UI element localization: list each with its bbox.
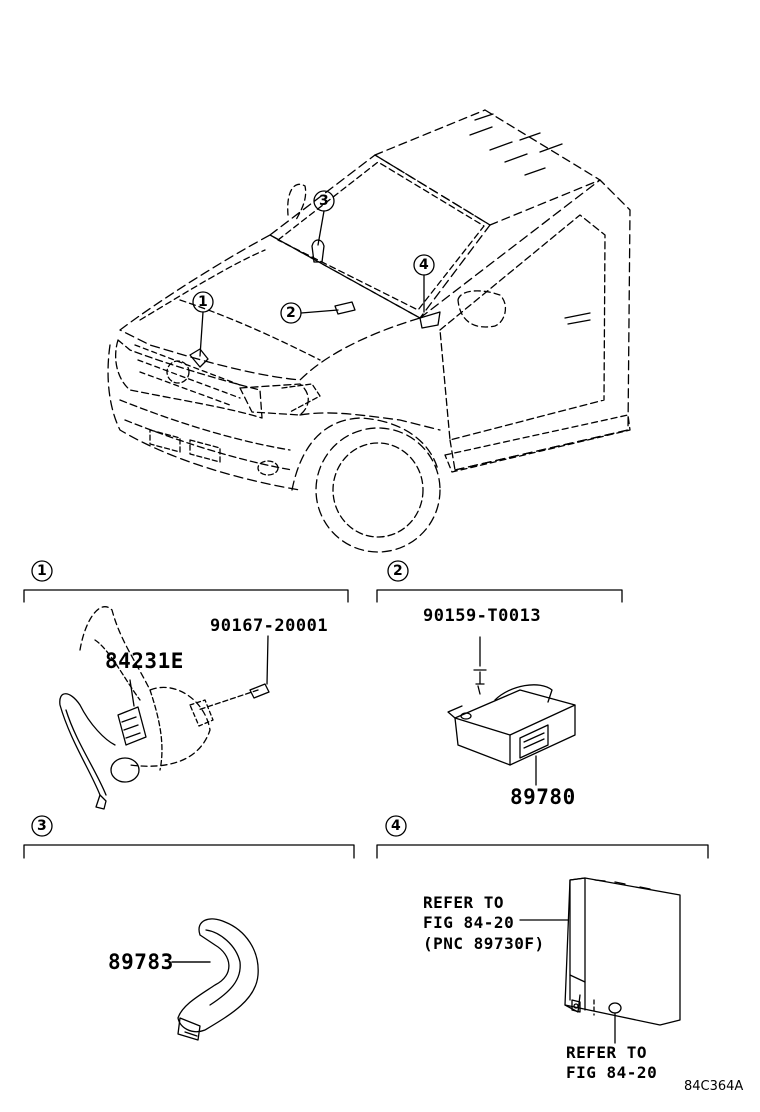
ecu-illustration (519, 877, 681, 1044)
section-3-number: 3 (37, 818, 47, 834)
part-number-89780: 89780 (510, 785, 576, 809)
refer-to-line-1: REFER TO (423, 893, 505, 912)
refer-to-line-3: (PNC 89730F) (423, 934, 545, 953)
callout-3-vehicle: 3 (319, 193, 329, 209)
part-number-89783: 89783 (108, 950, 174, 974)
section-frames (23, 560, 709, 859)
section-1-number: 1 (37, 563, 47, 579)
part-number-90159-T0013: 90159-T0013 (423, 606, 542, 626)
callout-2-vehicle: 2 (286, 305, 296, 321)
module-89780-illustration (447, 636, 576, 786)
callout-4-vehicle: 4 (419, 257, 429, 273)
horn-assembly-illustration (59, 606, 270, 810)
part-number-90167-20001: 90167-20001 (210, 616, 329, 636)
section-4-number: 4 (391, 818, 401, 834)
refer-to-line-2: FIG 84-20 (423, 913, 515, 932)
part-number-84231E: 84231E (105, 649, 184, 673)
sensor-89783-illustration (171, 918, 259, 1041)
refer-to-bottom-line-1: REFER TO (566, 1043, 648, 1062)
callout-1-vehicle: 1 (198, 294, 208, 310)
figure-code: 84C364A (684, 1079, 744, 1094)
section-2-number: 2 (393, 563, 403, 579)
vehicle-illustration (107, 109, 631, 553)
vehicle-callouts (192, 190, 435, 357)
refer-to-bottom-line-2: FIG 84-20 (566, 1063, 658, 1082)
